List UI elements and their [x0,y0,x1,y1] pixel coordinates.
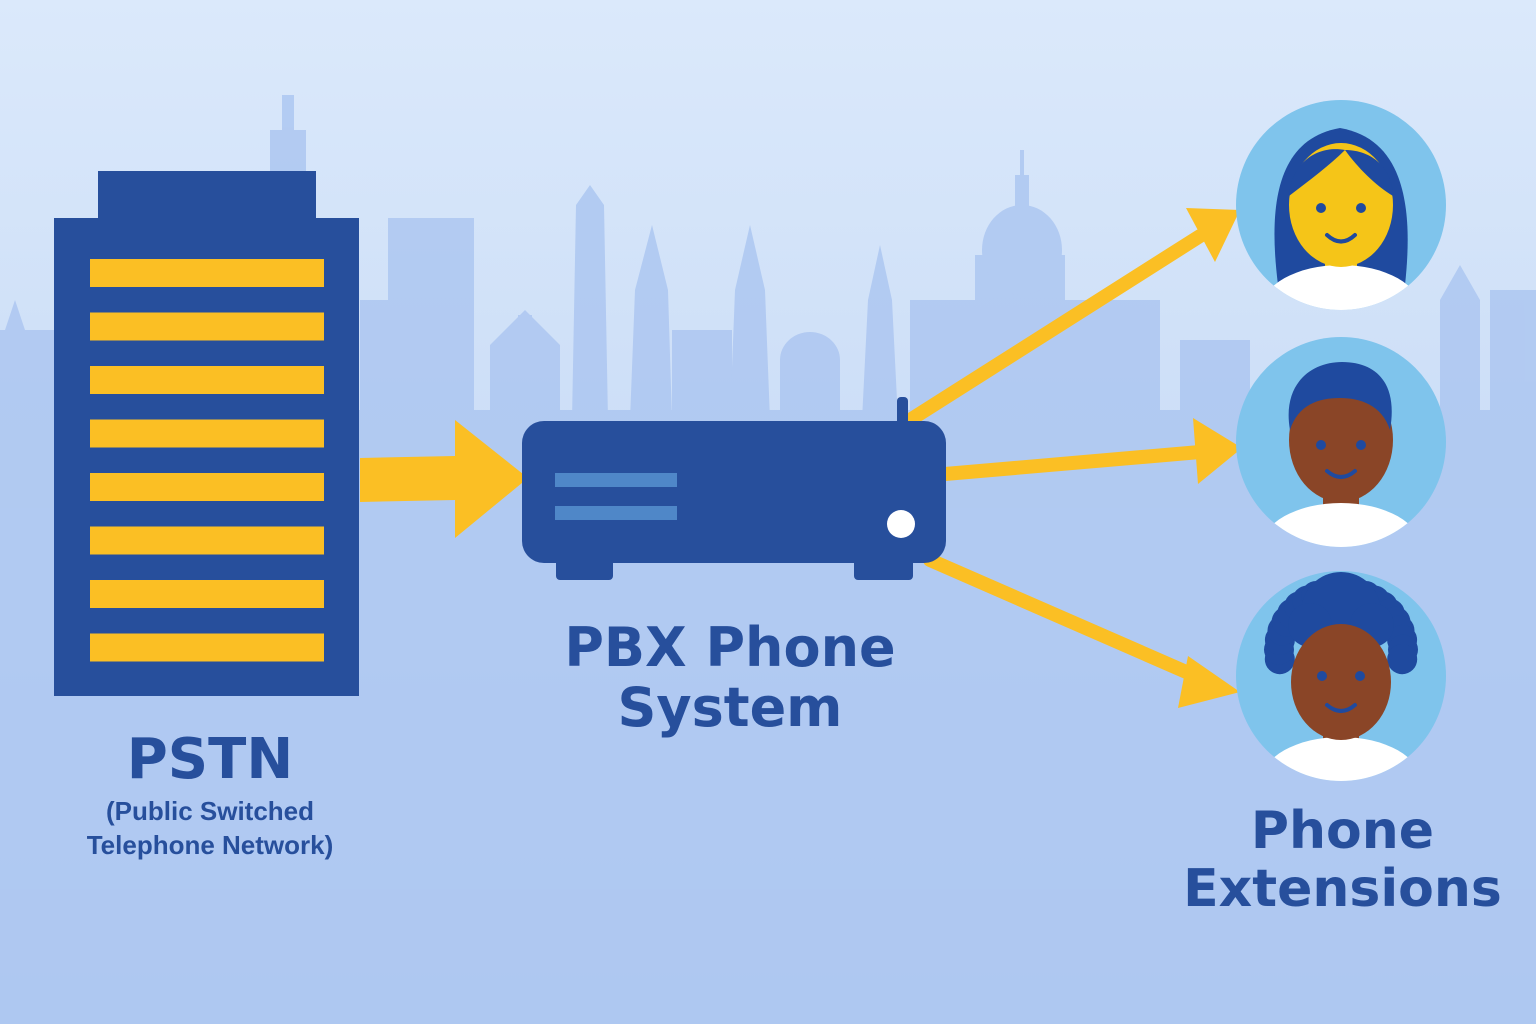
connection-arrows [360,208,1242,708]
pbx-device-icon [522,397,946,580]
woman-avatar-icon [1236,100,1446,310]
man-avatar-icon [1236,337,1446,547]
pstn-subtitle-line-1: (Public Switched [105,796,315,826]
arrow-pbx-to-person-2 [938,418,1242,484]
extensions-title: Phone Extensions [1170,802,1515,918]
building-floor-window [90,473,324,501]
building-floor-window [90,312,324,341]
building-floor-window [90,419,324,448]
building-floor-window [90,366,324,394]
led-light [887,510,915,538]
building-floor-window [90,526,324,555]
pstn-subtitle: (Public Switched Telephone Network) [40,794,380,862]
arrow-pstn-to-pbx [360,420,528,538]
pbx-title-line-1: PBX Phone [564,616,896,679]
pbx-title: PBX Phone System [540,618,920,738]
arrow-pbx-to-person-1 [903,208,1240,427]
building-floor-window [90,259,324,287]
building-floor-window [90,633,324,662]
arrow-pbx-to-person-3 [923,553,1240,708]
building-icon [54,171,359,696]
curly-hair-avatar-icon [1236,571,1446,781]
pstn-title: PSTN [126,727,294,792]
pstn-subtitle-line-2: Telephone Network) [86,830,334,860]
pbx-title-line-2: System [617,676,843,739]
extensions-title-line-2: Extensions [1183,859,1502,919]
building-floors [90,259,324,662]
building-floor-window [90,580,324,608]
extensions-title-line-1: Phone [1250,801,1435,861]
